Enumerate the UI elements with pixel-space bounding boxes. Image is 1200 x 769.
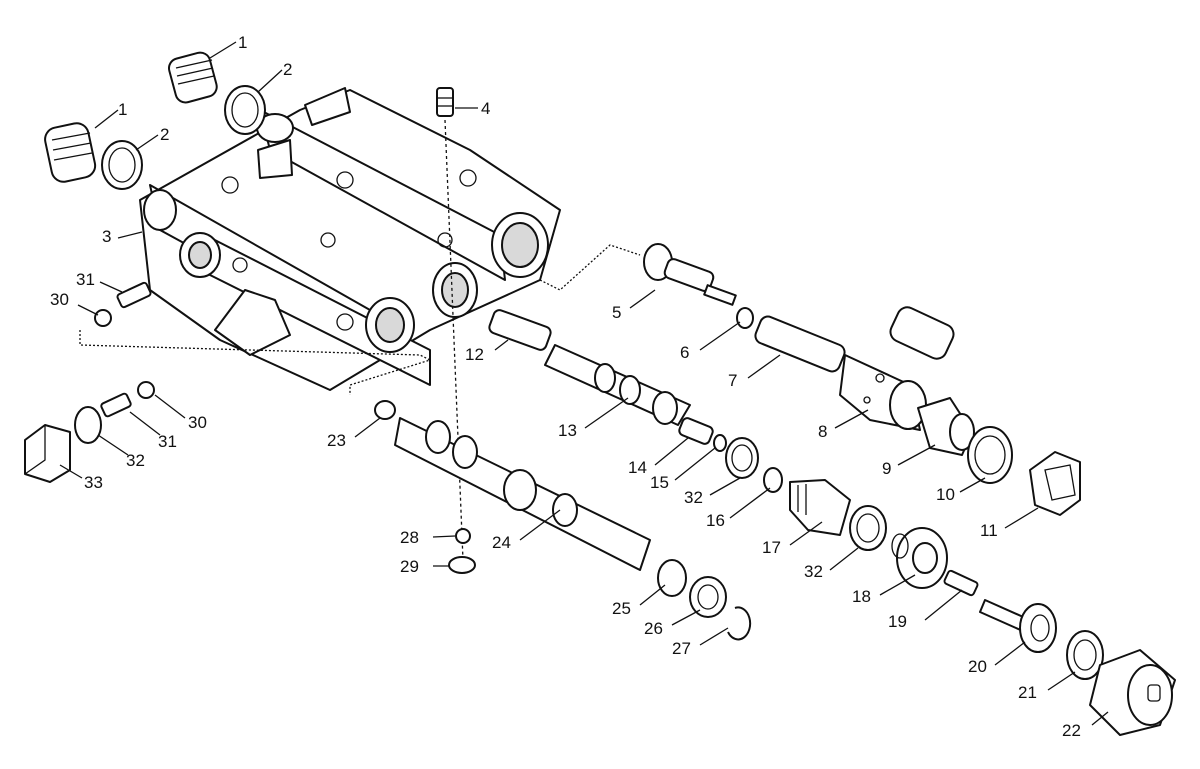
plug-11 [1029,451,1081,516]
callout-5: 5 [612,303,621,322]
spring-12 [488,309,552,351]
callout-1-upper: 1 [238,33,247,52]
seal-ring-32-right [849,505,887,551]
callout-32-left: 32 [126,451,145,470]
callout-15: 15 [650,473,669,492]
callout-31-upper: 31 [76,270,95,289]
ring-6 [736,307,754,329]
callout-27: 27 [672,639,691,658]
plug-1-upper [168,51,218,104]
sleeve-8 [839,354,927,431]
callout-19: 19 [888,612,907,631]
callout-2-upper: 2 [283,60,292,79]
cap-22 [1089,649,1176,736]
plug-1-lower [44,122,97,183]
callout-14: 14 [628,458,647,477]
ring-23 [374,400,396,420]
callout-17: 17 [762,538,781,557]
callout-32-right: 32 [804,562,823,581]
callout-23: 23 [327,431,346,450]
callout-7: 7 [728,371,737,390]
callout-1-lower: 1 [118,100,127,119]
callout-3: 3 [102,227,111,246]
callout-16: 16 [706,511,725,530]
snap-ring-27 [727,606,752,641]
ring-16 [763,467,783,493]
nut-29 [448,556,476,574]
callout-18: 18 [852,587,871,606]
seal-ring-21 [1066,630,1104,680]
callout-10: 10 [936,485,955,504]
plug-18 [891,527,948,589]
piston-14 [678,417,714,445]
callout-26: 26 [644,619,663,638]
ball-28 [455,528,471,544]
shaft-24 [394,417,651,571]
plunger-5 [643,243,737,306]
callout-12: 12 [465,345,484,364]
spool-13 [544,344,691,426]
callout-30-lower: 30 [188,413,207,432]
spring-31-lower [100,392,132,418]
sleeve-17 [789,479,851,536]
callout-9: 9 [882,459,891,478]
plug-33 [24,424,71,483]
seal-ring-32-left [74,406,102,444]
shaft-20 [979,599,1057,653]
leader-lines [59,41,1109,726]
callout-28: 28 [400,528,419,547]
callout-22: 22 [1062,721,1081,740]
dash-line-left [79,330,432,395]
callout-11: 11 [980,521,998,540]
bearing-26 [689,576,727,618]
callout-20: 20 [968,657,987,676]
callout-31-lower: 31 [158,432,177,451]
spring-7 [754,315,846,373]
seal-ring-32-middle [725,437,759,479]
plug-9 [917,397,975,456]
callout-8: 8 [818,422,827,441]
callout-2-lower: 2 [160,125,169,144]
dash-line-right [539,244,641,291]
spring-19 [943,569,979,597]
callout-labels: 1 2 1 2 3 4 5 6 7 8 9 10 11 12 13 14 15 … [50,33,1081,740]
ring-25 [657,559,687,597]
spring-upper [889,306,955,360]
spring-31-upper [116,281,152,309]
callout-6: 6 [680,343,689,362]
axis-line-vertical [444,119,464,561]
callout-33: 33 [84,473,103,492]
seal-ring-10 [967,426,1013,484]
callout-25: 25 [612,599,631,618]
callout-29: 29 [400,557,419,576]
ball-30-upper [94,309,112,327]
valve-body [139,87,561,391]
callout-32-middle: 32 [684,488,703,507]
callout-30-upper: 30 [50,290,69,309]
callout-13: 13 [558,421,577,440]
callout-21: 21 [1018,683,1037,702]
callout-4: 4 [481,99,490,118]
ring-15 [713,434,727,452]
callout-24: 24 [492,533,511,552]
ball-30-lower [137,381,155,399]
nipple-4 [436,87,454,117]
